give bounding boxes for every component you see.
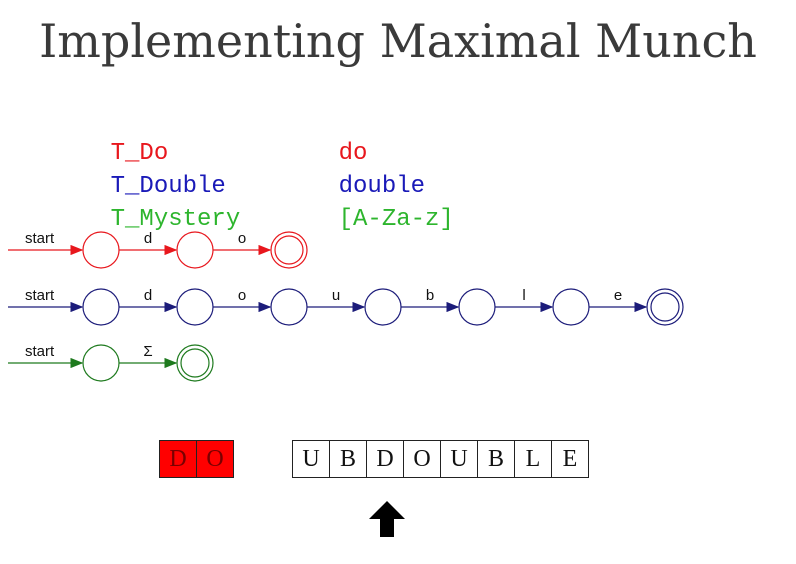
input-char-cell: L <box>514 440 552 478</box>
start-label: start <box>25 230 55 247</box>
state <box>458 288 496 326</box>
definition-regex: do <box>338 140 368 167</box>
definition-row-mystery: T_Mystery [A-Za-z] <box>53 170 454 233</box>
state <box>82 344 120 382</box>
matched-char-cell: O <box>196 440 234 478</box>
start-label: start <box>25 287 55 304</box>
accepting-state <box>270 231 308 269</box>
state <box>82 288 120 326</box>
transition-label: u <box>332 287 340 304</box>
definition-row-do: T_Do do <box>53 104 454 167</box>
transition-label: l <box>522 287 525 304</box>
definition-row-double: T_Double double <box>53 137 454 200</box>
accepting-state-inner <box>274 235 304 265</box>
state <box>82 231 120 269</box>
definition-regex: [A-Za-z] <box>338 206 454 233</box>
accepting-state <box>646 288 684 326</box>
input-char-cell: U <box>440 440 478 478</box>
transition-label: o <box>238 230 246 247</box>
slide-title: Implementing Maximal Munch <box>39 14 757 68</box>
state <box>176 231 214 269</box>
accepting-state <box>176 344 214 382</box>
transition-label: o <box>238 287 246 304</box>
input-char-cell: B <box>477 440 515 478</box>
matched-char-cell: D <box>159 440 197 478</box>
definition-name: T_Do <box>110 140 169 167</box>
automaton-0: start d o <box>8 230 308 269</box>
transition-label: d <box>144 230 152 247</box>
start-label: start <box>25 343 55 360</box>
definition-name: T_Double <box>110 173 226 200</box>
input-char-cell: O <box>403 440 441 478</box>
definition-regex: double <box>338 173 426 200</box>
input-char-cell: B <box>329 440 367 478</box>
transition-label: b <box>426 287 434 304</box>
state <box>552 288 590 326</box>
transition-label: Σ <box>143 343 152 360</box>
state <box>364 288 402 326</box>
transition-label: e <box>614 287 622 304</box>
transition-label: d <box>144 287 152 304</box>
automaton-1: start d o u b l e <box>8 287 684 326</box>
accepting-state-inner <box>180 348 210 378</box>
token-definitions: T_Do do T_Double double T_Mystery [A-Za-z] <box>53 104 454 233</box>
state <box>270 288 308 326</box>
accepting-state-inner <box>650 292 680 322</box>
state <box>176 288 214 326</box>
automaton-2: start Σ <box>8 343 214 382</box>
pointer-arrow-icon <box>368 501 405 537</box>
input-char-cell: U <box>292 440 330 478</box>
input-char-cell: D <box>366 440 404 478</box>
input-char-cell: E <box>551 440 589 478</box>
definition-name: T_Mystery <box>110 206 241 233</box>
